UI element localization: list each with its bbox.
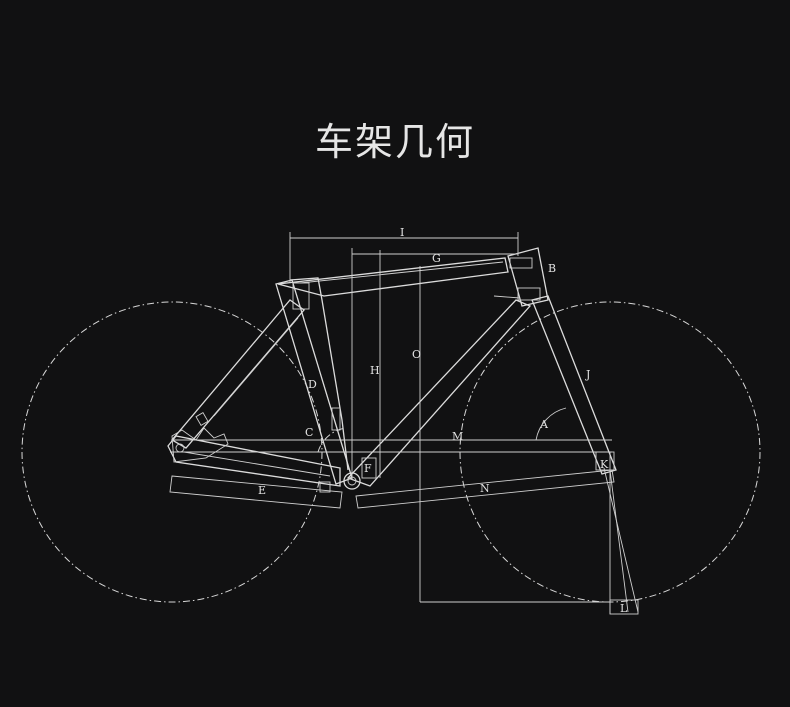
- label-c: C: [305, 426, 313, 439]
- label-b: B: [548, 262, 556, 275]
- page-title: 车架几何: [314, 120, 475, 165]
- label-f: F: [364, 462, 372, 475]
- label-i: I: [400, 226, 404, 239]
- label-m: M: [452, 430, 463, 443]
- label-k: K: [600, 458, 609, 471]
- seat-stay: [171, 299, 305, 449]
- label-g: G: [432, 252, 441, 265]
- label-a: A: [539, 418, 549, 431]
- label-l: L: [620, 602, 628, 615]
- label-d: D: [308, 378, 317, 391]
- label-o: O: [412, 348, 421, 361]
- label-e: E: [258, 484, 266, 497]
- head-tube: [507, 247, 549, 307]
- top-tube: [277, 257, 509, 297]
- label-n: N: [480, 482, 490, 495]
- label-h: H: [370, 364, 380, 377]
- fork: [531, 295, 639, 613]
- down-tube: [346, 295, 532, 487]
- dimension-lines: [169, 232, 639, 615]
- label-j: J: [585, 368, 590, 381]
- dimension-labels: I G B H O D C J A M K F E N L: [258, 226, 628, 615]
